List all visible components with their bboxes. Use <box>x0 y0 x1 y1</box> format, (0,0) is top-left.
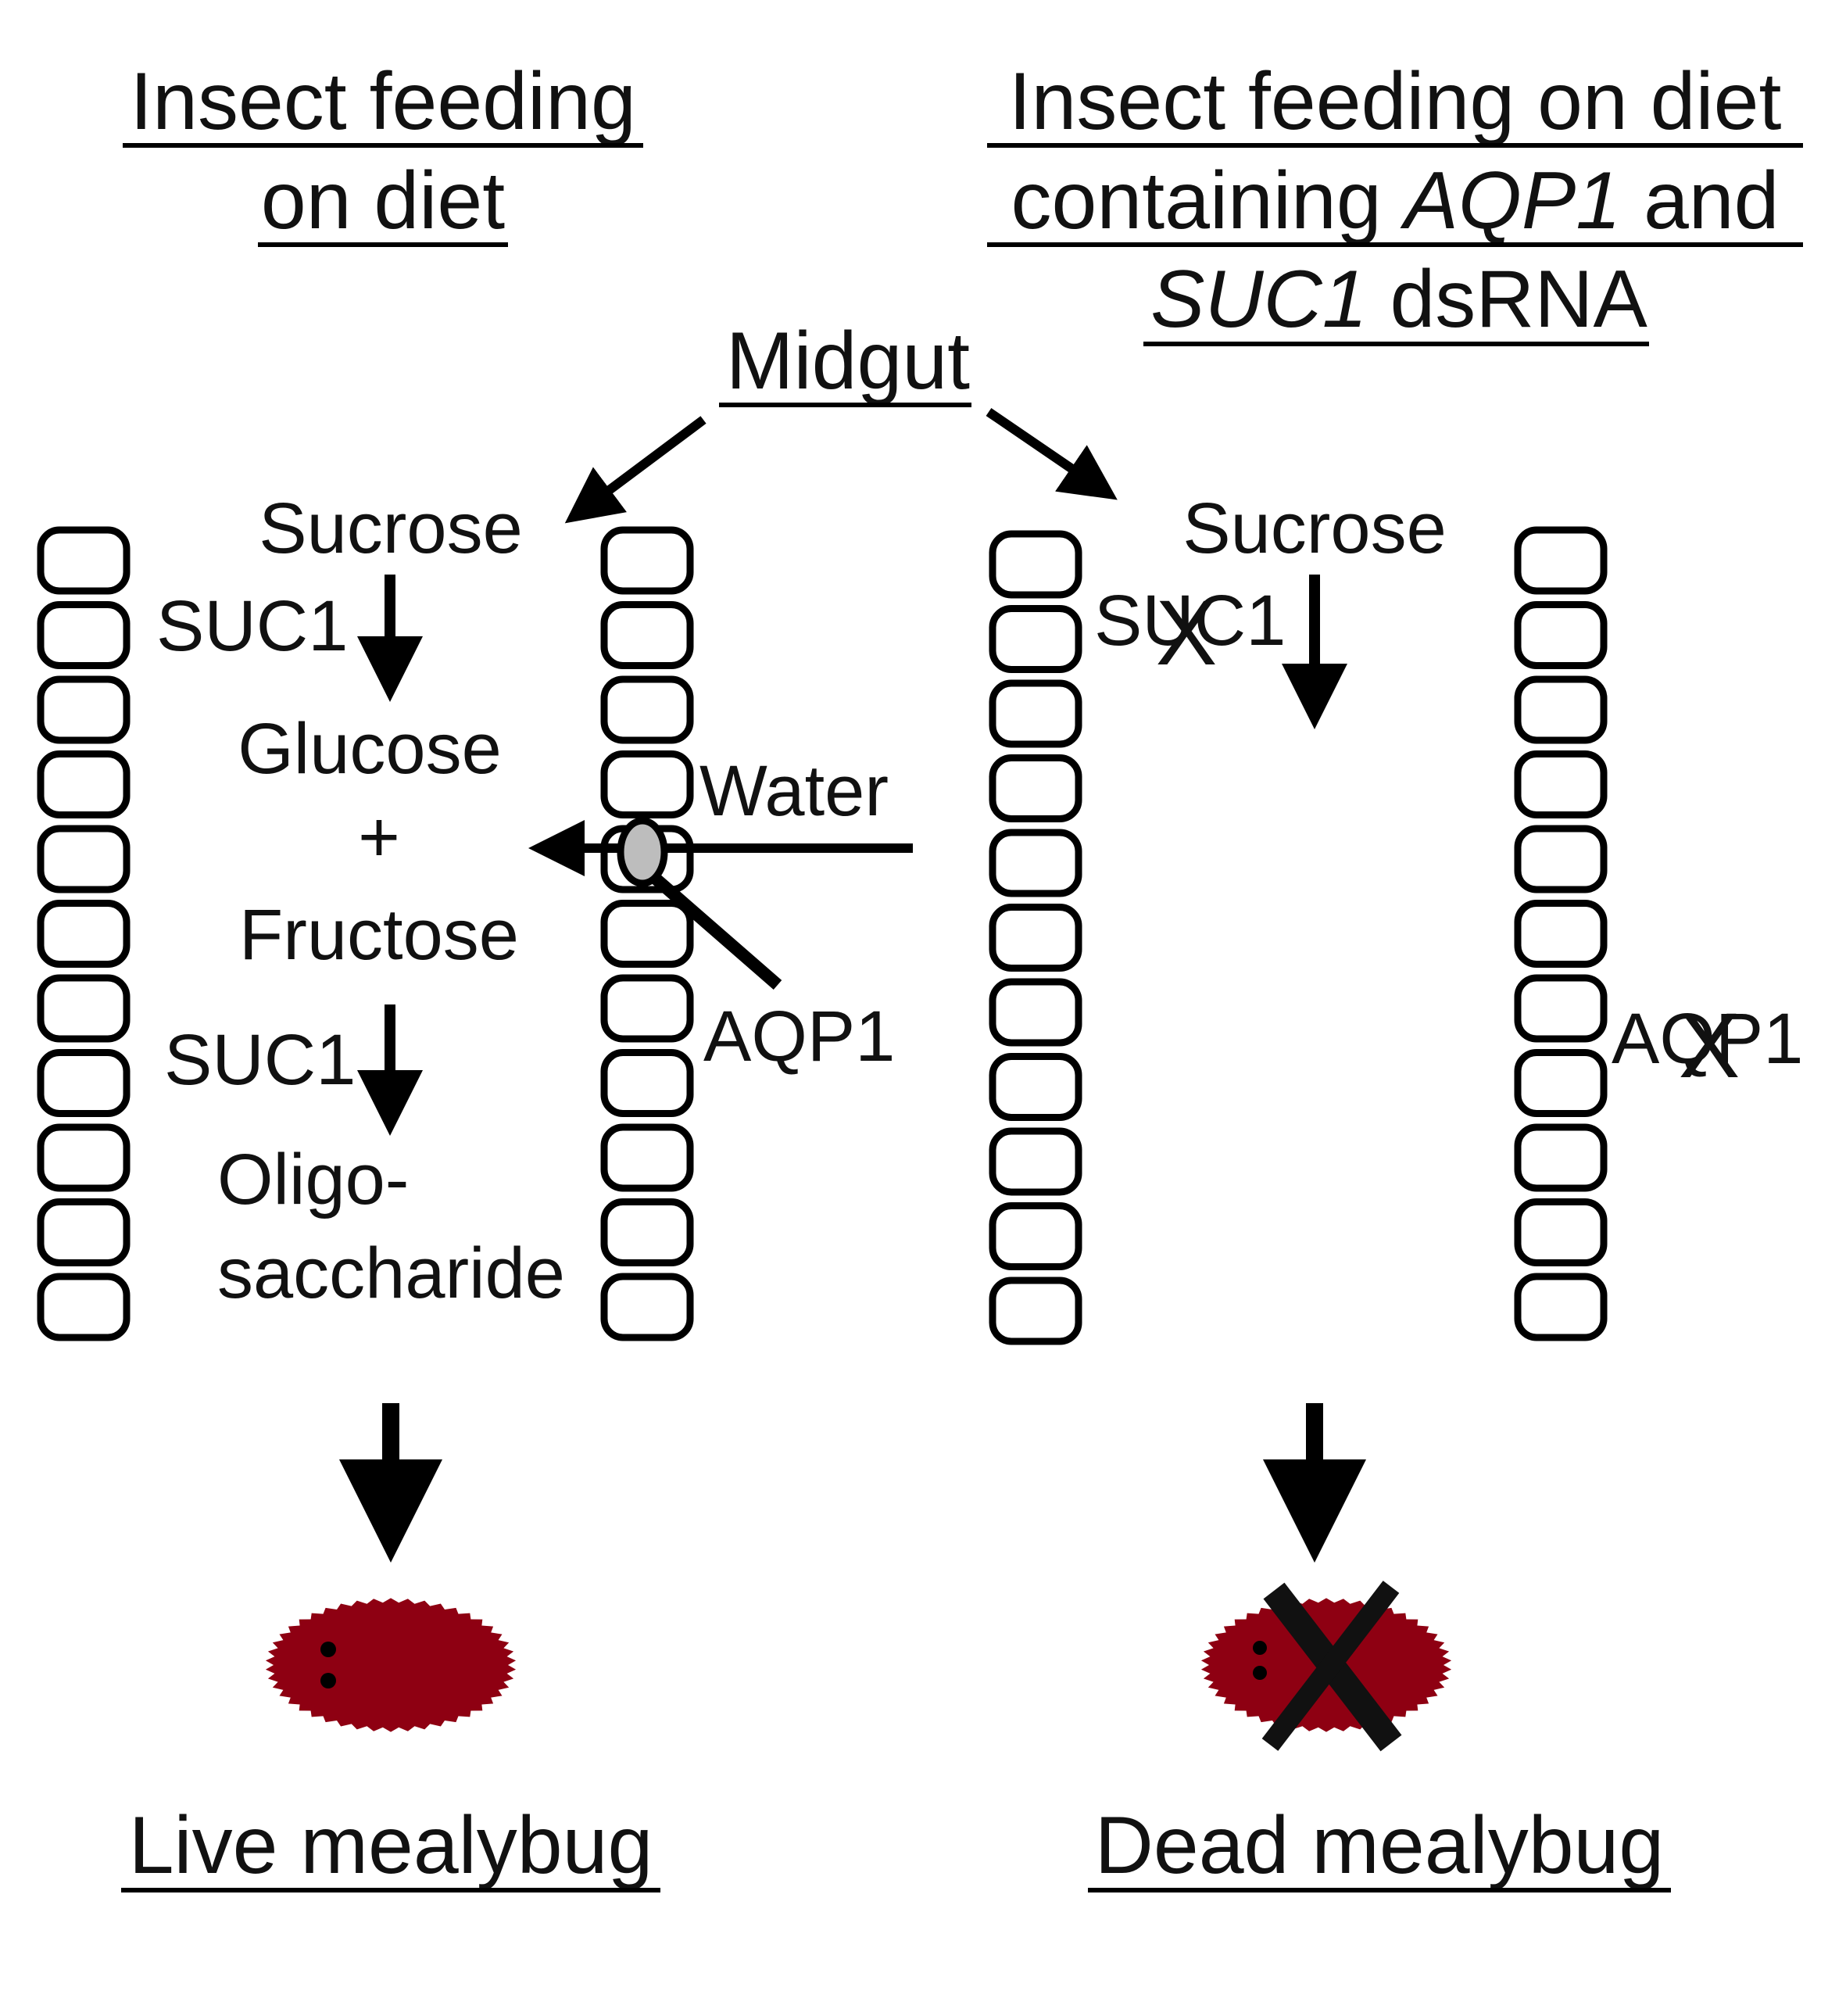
epithelial-cell <box>600 900 694 968</box>
epithelial-cell <box>600 1198 694 1266</box>
epithelial-cell <box>1514 1198 1608 1266</box>
left-suc1-bottom-label: SUC1 <box>164 1020 356 1100</box>
right-sucrose-label: Sucrose <box>1182 489 1447 568</box>
epithelial-cell <box>600 1123 694 1192</box>
midgut-label: Midgut <box>726 316 970 406</box>
cross-out-icon <box>1261 1581 1402 1752</box>
right-heading-line1: Insect feeding on diet <box>1009 56 1782 147</box>
water-label: Water <box>699 751 889 831</box>
arrow-midgut-left <box>564 416 707 524</box>
epithelial-cell <box>1514 675 1608 744</box>
suc1-knockout-cross-icon: X <box>1156 582 1218 685</box>
epithelial-cell <box>600 750 694 818</box>
left-heading: Insect feeding on diet <box>123 56 643 247</box>
right-suc1-label: SUC1 <box>1094 581 1286 661</box>
epithelial-cell <box>989 605 1082 673</box>
aquaporin-channel-icon <box>617 817 668 887</box>
epithelial-cell <box>37 526 131 595</box>
epithelial-cell <box>600 1273 694 1341</box>
epithelial-cell <box>1514 1123 1608 1192</box>
left-heading-line2: on diet <box>261 156 505 246</box>
left-plus-label: + <box>358 797 400 877</box>
epithelial-cell <box>37 974 131 1043</box>
epithelial-cell <box>989 1127 1082 1196</box>
epithelial-cell <box>989 530 1082 599</box>
epithelial-cell <box>600 601 694 669</box>
right-heading-line3: SUC1 dsRNA <box>1150 254 1647 345</box>
epithelium-column-right-outer <box>1514 526 1608 1341</box>
aqp1-pointer-line <box>652 874 782 990</box>
left-aqp1-label: AQP1 <box>703 997 895 1076</box>
right-heading-line2: containing AQP1 and <box>1011 156 1780 246</box>
left-oligo-line2: saccharide <box>217 1234 565 1313</box>
epithelial-cell <box>989 754 1082 822</box>
epithelial-cell <box>37 675 131 744</box>
epithelial-cell <box>989 978 1082 1047</box>
left-suc1-top-label: SUC1 <box>156 586 348 666</box>
epithelial-cell <box>1514 900 1608 968</box>
epithelial-cell <box>37 1273 131 1341</box>
dead-mealybug-label: Dead mealybug <box>1095 1800 1664 1891</box>
right-heading: Insect feeding on diet containing AQP1 a… <box>987 56 1803 346</box>
epithelium-column-right-inner <box>989 530 1082 1345</box>
epithelial-cell <box>1514 526 1608 595</box>
left-fructose-label: Fructose <box>239 895 519 975</box>
right-aqp1-label: AQP1 <box>1612 999 1803 1079</box>
epithelial-cell <box>37 750 131 818</box>
epithelial-cell <box>37 1123 131 1192</box>
epithelial-cell <box>989 1053 1082 1121</box>
midgut-label-group: Midgut <box>719 316 971 407</box>
epithelial-cell <box>37 1049 131 1117</box>
aqp1-knockout-cross-icon: X <box>1679 994 1740 1098</box>
epithelial-cell <box>1514 825 1608 893</box>
epithelium-column-left-outer <box>37 526 131 1341</box>
epithelial-cell <box>600 974 694 1043</box>
epithelial-cell <box>1514 1273 1608 1341</box>
left-glucose-label: Glucose <box>238 709 502 789</box>
epithelial-cell <box>1514 1049 1608 1117</box>
epithelium-column-left-inner <box>600 526 694 1341</box>
epithelial-cell <box>1514 974 1608 1043</box>
left-sucrose-label: Sucrose <box>259 489 523 568</box>
epithelial-cell <box>600 675 694 744</box>
epithelial-cell <box>1514 750 1608 818</box>
epithelial-cell <box>600 526 694 595</box>
epithelial-cell <box>37 825 131 893</box>
epithelial-cell <box>989 904 1082 972</box>
epithelial-cell <box>989 1202 1082 1270</box>
epithelial-cell <box>989 829 1082 897</box>
epithelial-cell <box>989 679 1082 748</box>
epithelial-cell <box>1514 601 1608 669</box>
epithelial-cell <box>37 1198 131 1266</box>
live-mealybug-icon <box>265 1598 517 1732</box>
left-oligo-line1: Oligo- <box>217 1140 409 1219</box>
epithelial-cell <box>600 1049 694 1117</box>
left-heading-line1: Insect feeding <box>130 56 636 147</box>
epithelial-cell <box>37 601 131 669</box>
arrow-midgut-right <box>986 408 1118 500</box>
epithelial-cell <box>989 1277 1082 1345</box>
epithelial-cell <box>37 900 131 968</box>
live-mealybug-label: Live mealybug <box>129 1800 653 1891</box>
